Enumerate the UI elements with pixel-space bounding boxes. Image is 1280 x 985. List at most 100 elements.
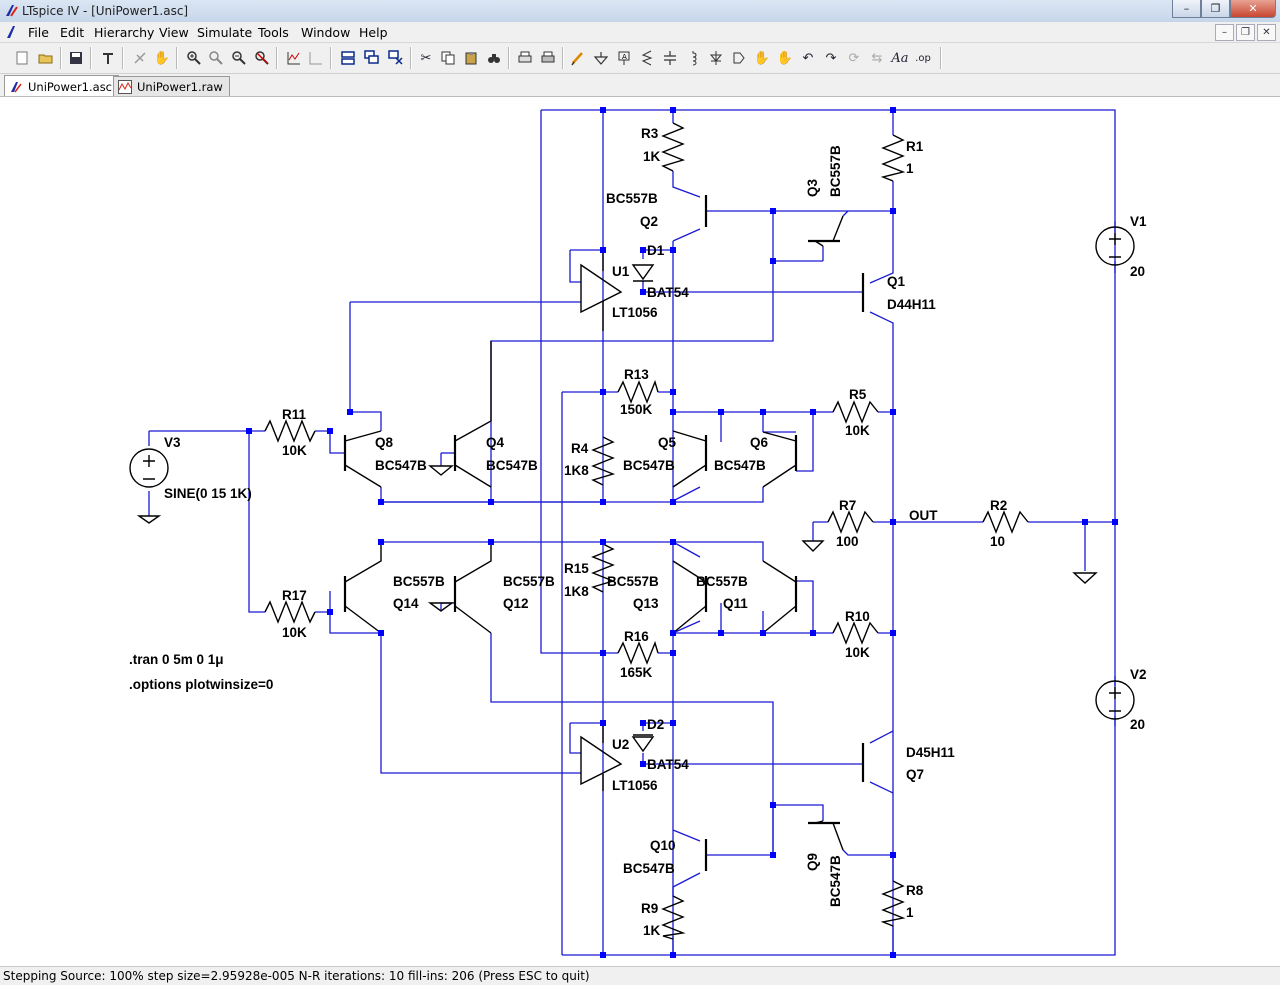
zoom-out-icon[interactable] — [229, 48, 249, 68]
menu-help[interactable]: Help — [359, 25, 388, 40]
open-icon[interactable] — [36, 48, 56, 68]
diode-icon[interactable] — [706, 48, 726, 68]
run-icon[interactable] — [130, 48, 150, 68]
q13-model: BC557B — [607, 574, 659, 589]
inductor-icon[interactable] — [683, 48, 703, 68]
close-window-icon[interactable] — [386, 48, 406, 68]
menu-file[interactable]: File — [28, 25, 49, 40]
drag-icon[interactable]: ✋ — [776, 50, 794, 66]
wires — [148, 109, 1116, 956]
d2-name: D2 — [647, 717, 664, 732]
r1-value: 1 — [906, 161, 914, 176]
zoom-cancel-icon[interactable] — [252, 48, 272, 68]
redo-icon[interactable]: ↷ — [825, 50, 837, 66]
q12-model: BC557B — [503, 574, 555, 589]
save-icon[interactable] — [66, 48, 86, 68]
resistor-r15 — [591, 543, 616, 593]
paste-icon[interactable] — [461, 48, 481, 68]
menu-view[interactable]: View — [159, 25, 189, 40]
schematic-canvas[interactable]: R3 1K R1 1 BC557B Q2 Q3 BC557B D1 U1 BAT… — [0, 96, 1280, 967]
component-labels: R3 1K R1 1 BC557B Q2 Q3 BC557B D1 U1 BAT… — [129, 126, 1147, 938]
spice-directive-options[interactable]: .options plotwinsize=0 — [129, 677, 273, 692]
junctions — [246, 107, 1118, 958]
doc-close-icon[interactable]: ✕ — [1257, 24, 1276, 41]
print-preview-icon[interactable] — [515, 48, 535, 68]
r11-name: R11 — [282, 407, 307, 422]
doc-restore-icon[interactable]: ❐ — [1236, 24, 1255, 41]
ltspice-logo-icon — [6, 5, 18, 17]
control-panel-icon[interactable] — [98, 48, 118, 68]
doc-minimize-icon[interactable]: – — [1215, 24, 1234, 41]
resistor-r9 — [661, 895, 686, 940]
title-bar: LTspice IV - [UniPower1.asc] – ❐ ✕ — [0, 0, 1280, 23]
close-icon[interactable]: ✕ — [1230, 0, 1276, 18]
q9-model: BC547B — [828, 855, 843, 907]
u2-model: LT1056 — [612, 778, 658, 793]
find-icon[interactable] — [484, 48, 504, 68]
label-net-icon[interactable]: A — [614, 48, 634, 68]
capacitor-icon[interactable] — [660, 48, 680, 68]
tab-schematic[interactable]: UniPower1.asc — [4, 75, 120, 97]
pan-hand-icon[interactable]: ✋ — [153, 50, 171, 66]
resistor-r11 — [264, 419, 316, 443]
diode-d1 — [631, 264, 655, 282]
cascade-icon[interactable] — [362, 48, 382, 68]
schematic-drawing: R3 1K R1 1 BC557B Q2 Q3 BC557B D1 U1 BAT… — [129, 107, 1147, 958]
autorange-icon[interactable] — [284, 48, 304, 68]
restore-icon[interactable]: ❐ — [1201, 0, 1230, 18]
r3-name: R3 — [641, 126, 659, 141]
menu-edit[interactable]: Edit — [60, 25, 85, 40]
tab-label: UniPower1.asc — [28, 79, 113, 94]
r17-name: R17 — [282, 588, 307, 603]
document-controls: – ❐ ✕ — [1215, 24, 1276, 41]
source-v3 — [129, 448, 169, 488]
tab-waveform[interactable]: UniPower1.raw — [113, 76, 230, 96]
spice-directive-icon[interactable]: .op — [915, 52, 931, 64]
r13-name: R13 — [624, 367, 649, 382]
r10-name: R10 — [845, 609, 870, 624]
q1-name: Q1 — [887, 274, 906, 289]
tile-horizontal-icon[interactable] — [338, 48, 358, 68]
minimize-icon[interactable]: – — [1172, 0, 1201, 18]
q11-model: BC557B — [696, 574, 748, 589]
q7-name: Q7 — [906, 767, 924, 782]
d2-model: BAT54 — [647, 757, 689, 772]
q8-model: BC547B — [375, 458, 427, 473]
q14-name: Q14 — [393, 596, 419, 611]
menu-hierarchy[interactable]: Hierarchy — [94, 25, 155, 40]
zoom-in-icon[interactable] — [184, 48, 204, 68]
u1-name: U1 — [612, 264, 630, 279]
net-out-label: OUT — [909, 508, 938, 523]
status-text: Stepping Source: 100% step size=2.95928e… — [3, 969, 590, 983]
resistor-r10 — [832, 621, 879, 645]
q2-model: BC557B — [606, 191, 658, 206]
print-icon[interactable] — [538, 48, 558, 68]
draw-wire-icon[interactable] — [568, 48, 588, 68]
resistor-r4 — [591, 436, 616, 486]
window-controls: – ❐ ✕ — [1172, 0, 1276, 18]
q12-name: Q12 — [503, 596, 529, 611]
move-icon[interactable]: ✋ — [753, 50, 771, 66]
cut-icon[interactable]: ✂ — [420, 50, 432, 66]
undo-icon[interactable]: ↶ — [802, 50, 814, 66]
u2-name: U2 — [612, 737, 629, 752]
resistor-icon[interactable] — [637, 48, 657, 68]
zoom-area-icon[interactable] — [206, 48, 226, 68]
q14-model: BC557B — [393, 574, 445, 589]
new-schematic-icon[interactable] — [12, 48, 32, 68]
mirror-icon[interactable]: ⇆ — [871, 50, 883, 66]
r16-value: 165K — [620, 665, 653, 680]
menu-tools[interactable]: Tools — [258, 25, 289, 40]
component-icon[interactable] — [729, 48, 749, 68]
document-tabs: UniPower1.asc UniPower1.raw — [0, 74, 1280, 97]
ground-icon[interactable] — [591, 48, 611, 68]
rotate-icon[interactable]: ⟳ — [848, 50, 860, 66]
plot-settings-icon[interactable] — [306, 48, 326, 68]
spice-directive-tran[interactable]: .tran 0 5m 0 1μ — [129, 652, 224, 667]
q11-name: Q11 — [723, 596, 748, 611]
q6-model: BC547B — [714, 458, 766, 473]
copy-icon[interactable] — [438, 48, 458, 68]
menu-window[interactable]: Window — [301, 25, 351, 40]
menu-simulate[interactable]: Simulate — [197, 25, 253, 40]
text-icon[interactable]: Aa — [891, 50, 909, 66]
